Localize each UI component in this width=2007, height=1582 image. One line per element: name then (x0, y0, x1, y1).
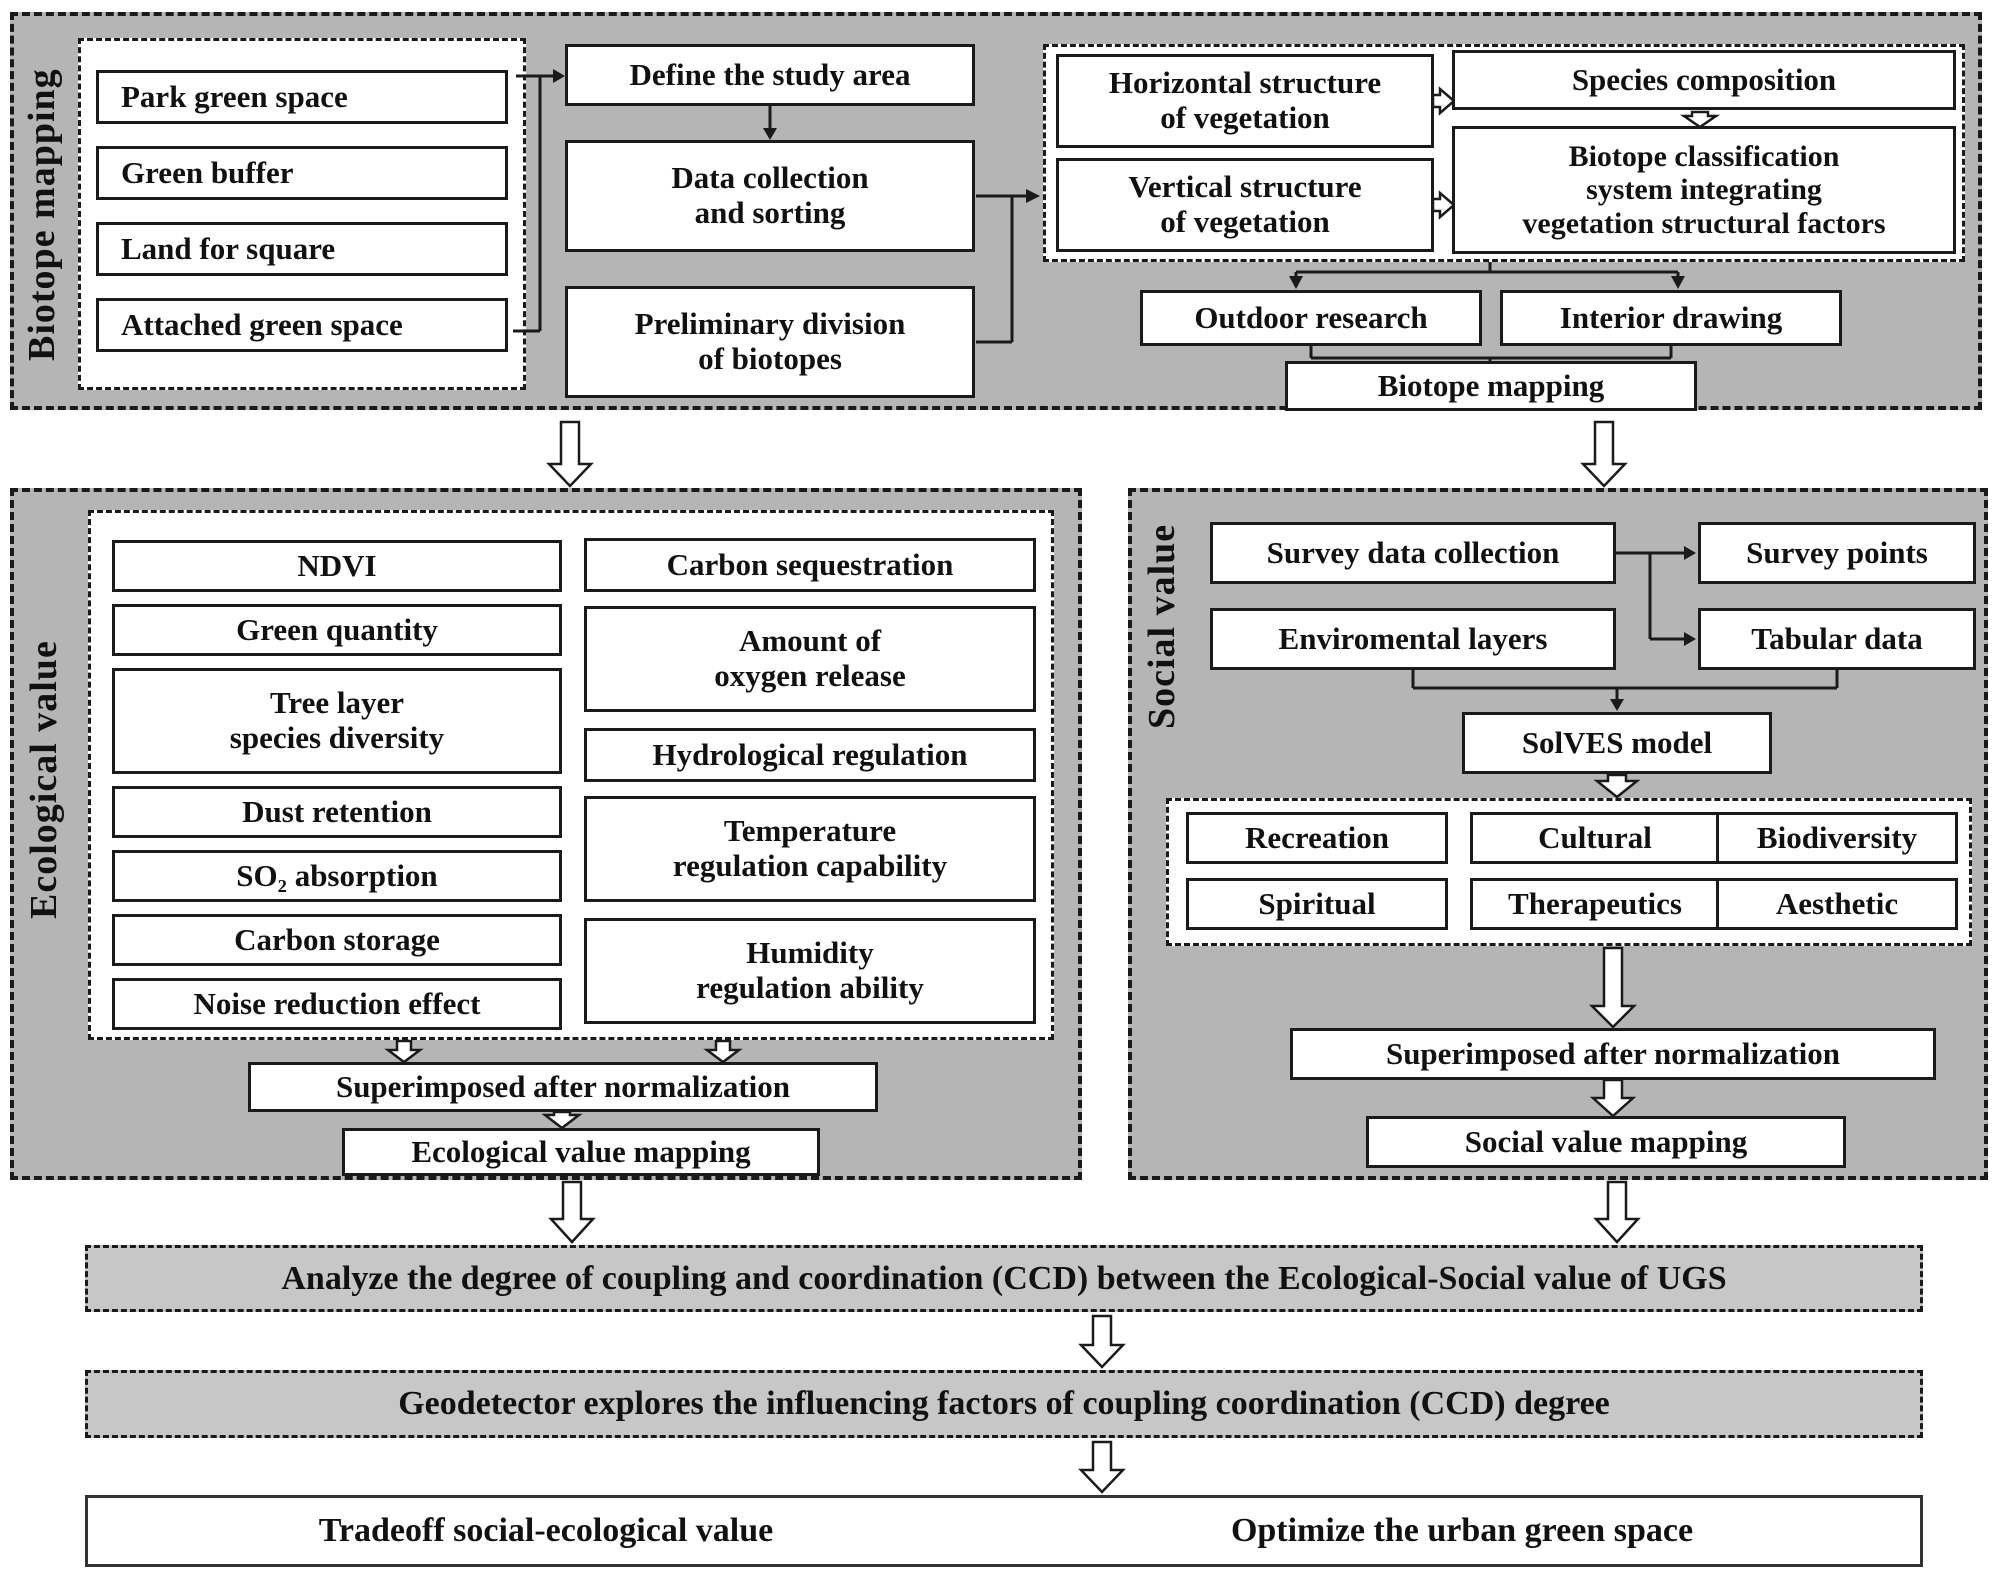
node-biodiversity: Biodiversity (1716, 812, 1958, 864)
biotope-section-label: Biotope mapping (21, 68, 63, 362)
node-survey-data-collection: Survey data collection (1210, 522, 1616, 584)
node-land-for-square: Land for square (96, 222, 508, 276)
node-temperature-regulation: Temperature regulation capability (584, 796, 1036, 902)
node-dust-retention: Dust retention (112, 786, 562, 838)
social-section-label: Social value (1141, 523, 1183, 729)
node-oxygen-release: Amount of oxygen release (584, 606, 1036, 712)
tradeoff-label: Tradeoff social-ecological value (318, 1512, 774, 1549)
hollow-arrow-ccd-to-geodetector (1078, 1314, 1126, 1369)
node-cultural: Cultural (1470, 812, 1720, 864)
node-carbon-storage: Carbon storage (112, 914, 562, 966)
node-therapeutics: Therapeutics (1470, 878, 1720, 930)
hollow-arrow-social-to-ccd (1593, 1180, 1641, 1244)
geodetector-bar: Geodetector explores the influencing fac… (85, 1370, 1923, 1438)
node-environmental-layers: Enviromental layers (1210, 608, 1616, 670)
node-survey-points: Survey points (1698, 522, 1976, 584)
node-park-green-space: Park green space (96, 70, 508, 124)
node-outdoor-research: Outdoor research (1140, 290, 1482, 346)
node-preliminary-division: Preliminary division of biotopes (565, 286, 975, 398)
node-species-composition: Species composition (1452, 50, 1956, 110)
node-biotope-classification: Biotope classification system integratin… (1452, 126, 1956, 254)
hollow-arrow-top-to-ecological (546, 420, 594, 488)
node-define-study-area: Define the study area (565, 44, 975, 106)
node-biotope-mapping: Biotope mapping (1285, 361, 1697, 411)
hollow-arrow-ecological-to-ccd (548, 1180, 596, 1244)
node-green-quantity: Green quantity (112, 604, 562, 656)
tradeoff-optimize-bar: Tradeoff social-ecological value Optimiz… (85, 1495, 1923, 1567)
ecological-section-label: Ecological value (23, 640, 65, 920)
node-horizontal-structure: Horizontal structure of vegetation (1056, 54, 1434, 148)
node-social-mapping: Social value mapping (1366, 1116, 1846, 1168)
ccd-analysis-bar: Analyze the degree of coupling and coord… (85, 1245, 1923, 1312)
node-green-buffer: Green buffer (96, 146, 508, 200)
node-tree-layer-diversity: Tree layer species diversity (112, 668, 562, 774)
node-solves-model: SolVES model (1462, 712, 1772, 774)
node-eco-superimposed: Superimposed after normalization (248, 1062, 878, 1112)
node-eco-mapping: Ecological value mapping (342, 1128, 820, 1176)
node-social-superimposed: Superimposed after normalization (1290, 1028, 1936, 1080)
node-so2-absorption: SO₂ absorption (112, 850, 562, 902)
node-vertical-structure: Vertical structure of vegetation (1056, 158, 1434, 252)
node-humidity-regulation: Humidity regulation ability (584, 918, 1036, 1024)
node-spiritual: Spiritual (1186, 878, 1448, 930)
node-aesthetic: Aesthetic (1716, 878, 1958, 930)
hollow-arrow-top-to-social (1580, 420, 1628, 488)
node-tabular-data: Tabular data (1698, 608, 1976, 670)
node-attached-green-space: Attached green space (96, 298, 508, 352)
node-noise-reduction: Noise reduction effect (112, 978, 562, 1030)
node-interior-drawing: Interior drawing (1500, 290, 1842, 346)
node-ndvi: NDVI (112, 540, 562, 592)
node-data-collection: Data collection and sorting (565, 140, 975, 252)
node-carbon-sequestration: Carbon sequestration (584, 538, 1036, 592)
optimize-label: Optimize the urban green space (1230, 1512, 1694, 1549)
hollow-arrow-geodetector-to-final (1078, 1440, 1126, 1494)
node-recreation: Recreation (1186, 812, 1448, 864)
node-hydrological-regulation: Hydrological regulation (584, 728, 1036, 782)
